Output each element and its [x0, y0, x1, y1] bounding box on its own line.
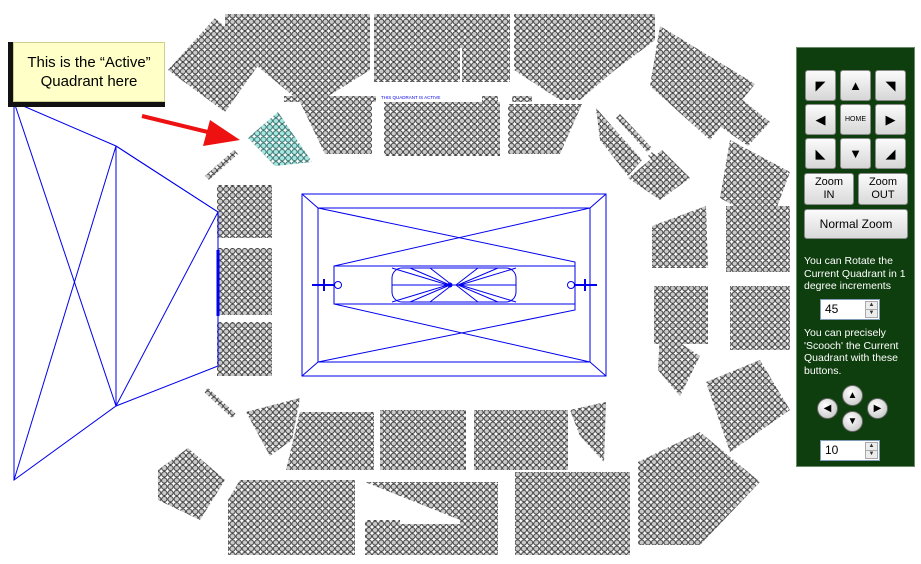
- section-upper-corner-sw: [158, 448, 225, 520]
- active-quadrant-callout: This is the “Active” Quadrant here: [8, 42, 165, 107]
- pan-up-left-button[interactable]: ◤: [805, 70, 836, 101]
- section-upper-bottom-center: [365, 482, 498, 555]
- rotate-degrees-stepper[interactable]: 45 ▲ ▼: [820, 299, 880, 320]
- section-upper-right-2: [726, 206, 790, 272]
- active-quadrant-mini-label: THIS QUADRANT IS ACTIVE: [381, 95, 440, 100]
- normal-zoom-label: Normal Zoom: [819, 216, 893, 231]
- seating-sections: [158, 14, 790, 555]
- section-lower-right-2: [654, 286, 708, 344]
- section-lower-ne: [596, 108, 642, 176]
- pan-down-button[interactable]: ▼: [840, 138, 871, 169]
- section-upper-right-1: [720, 140, 790, 226]
- row-bottom-center: [398, 524, 460, 530]
- row-diagonal-ne: [616, 114, 652, 152]
- pan-right-button[interactable]: ▶: [875, 104, 906, 135]
- pan-up-right-button[interactable]: ◥: [875, 70, 906, 101]
- scooch-down-button[interactable]: ▼: [842, 411, 863, 432]
- section-upper-right-4: [706, 360, 790, 452]
- row-top-center: [336, 96, 376, 102]
- arrow-down-left-icon: ◣: [815, 145, 826, 161]
- arrow-left-icon: ◀: [815, 111, 826, 127]
- active-quadrant[interactable]: [248, 112, 312, 166]
- zoom-in-button[interactable]: Zoom IN: [804, 173, 854, 205]
- row-top-left: [284, 96, 370, 102]
- scooch-amount-value: 10: [825, 443, 839, 457]
- scooch-up-button[interactable]: ▲: [842, 385, 863, 406]
- section-upper-top-left: [225, 14, 370, 100]
- scooch-left-icon: ◀: [823, 403, 832, 414]
- zoom-in-label: Zoom IN: [814, 176, 844, 201]
- rotate-decrement-icon[interactable]: ▼: [865, 309, 878, 318]
- rotate-degrees-value: 45: [825, 302, 839, 316]
- section-lower-right-strip: [628, 150, 690, 200]
- section-lower-top-left: [300, 102, 372, 154]
- scooch-instructions: You can precisely 'Scooch' the Current Q…: [804, 327, 899, 377]
- section-lower-bottom-right: [474, 410, 568, 470]
- section-lower-se: [570, 402, 606, 462]
- row-top-right-2: [482, 96, 498, 102]
- arrow-up-right-icon: ◥: [885, 77, 896, 93]
- arrow-right-icon: ▶: [885, 111, 896, 127]
- home-label: HOME: [845, 116, 866, 123]
- section-upper-ne-strip: [700, 78, 770, 146]
- callout-line-2: Quadrant here: [40, 73, 138, 90]
- section-lower-top-center: [384, 102, 500, 156]
- arrow-down-right-icon: ◢: [885, 145, 896, 161]
- section-lower-left-2: [217, 248, 272, 315]
- section-upper-right-3: [730, 286, 790, 350]
- section-lower-bottom-left: [286, 412, 374, 470]
- section-upper-top-center-right: [410, 14, 510, 82]
- row-diagonal-sw: [204, 388, 236, 418]
- section-lower-top-right: [508, 104, 582, 154]
- court-lines: [13, 101, 607, 481]
- row-diagonal-ne-2: [648, 152, 672, 174]
- callout-line-1: This is the “Active”: [27, 54, 151, 71]
- pan-up-button[interactable]: ▲: [840, 70, 871, 101]
- pan-left-button[interactable]: ◀: [805, 104, 836, 135]
- control-panel: ◤ ▲ ◥ ◀ HOME ▶ ◣ ▼ ◢ Zoom IN Zoom OUT No…: [796, 47, 915, 467]
- section-lower-bottom-center: [380, 410, 466, 470]
- section-lower-left-1: [217, 185, 272, 238]
- pan-down-right-button[interactable]: ◢: [875, 138, 906, 169]
- scooch-amount-stepper[interactable]: 10 ▲ ▼: [820, 440, 880, 461]
- section-lower-left-3: [217, 322, 272, 376]
- section-lower-sw: [246, 398, 300, 456]
- zoom-out-label: Zoom OUT: [868, 176, 898, 201]
- scooch-right-button[interactable]: ▶: [867, 398, 888, 419]
- normal-zoom-button[interactable]: Normal Zoom: [804, 209, 908, 239]
- section-upper-corner-se: [638, 432, 760, 545]
- row-top-right: [512, 96, 532, 102]
- row-diagonal-nw: [205, 150, 238, 180]
- scooch-decrement-icon[interactable]: ▼: [865, 450, 878, 459]
- scooch-left-button[interactable]: ◀: [817, 398, 838, 419]
- scooch-right-icon: ▶: [873, 403, 882, 414]
- section-lower-right-1: [652, 206, 708, 268]
- section-upper-top-right: [514, 14, 655, 100]
- pointer-arrow: [141, 114, 240, 146]
- arrow-down-icon: ▼: [849, 146, 862, 161]
- pan-down-left-button[interactable]: ◣: [805, 138, 836, 169]
- scooch-down-icon: ▼: [847, 416, 858, 427]
- section-upper-bottom-left: [228, 480, 355, 555]
- section-upper-corner-nw: [168, 18, 262, 112]
- scooch-up-icon: ▲: [847, 390, 858, 401]
- rotate-instructions: You can Rotate the Current Quadrant in 1…: [804, 255, 906, 292]
- home-button[interactable]: HOME: [840, 104, 871, 135]
- zoom-out-button[interactable]: Zoom OUT: [858, 173, 908, 205]
- section-upper-bottom-right: [515, 472, 630, 555]
- arrow-up-left-icon: ◤: [815, 77, 826, 93]
- section-lower-right-3: [658, 330, 700, 396]
- arrow-up-icon: ▲: [849, 78, 862, 93]
